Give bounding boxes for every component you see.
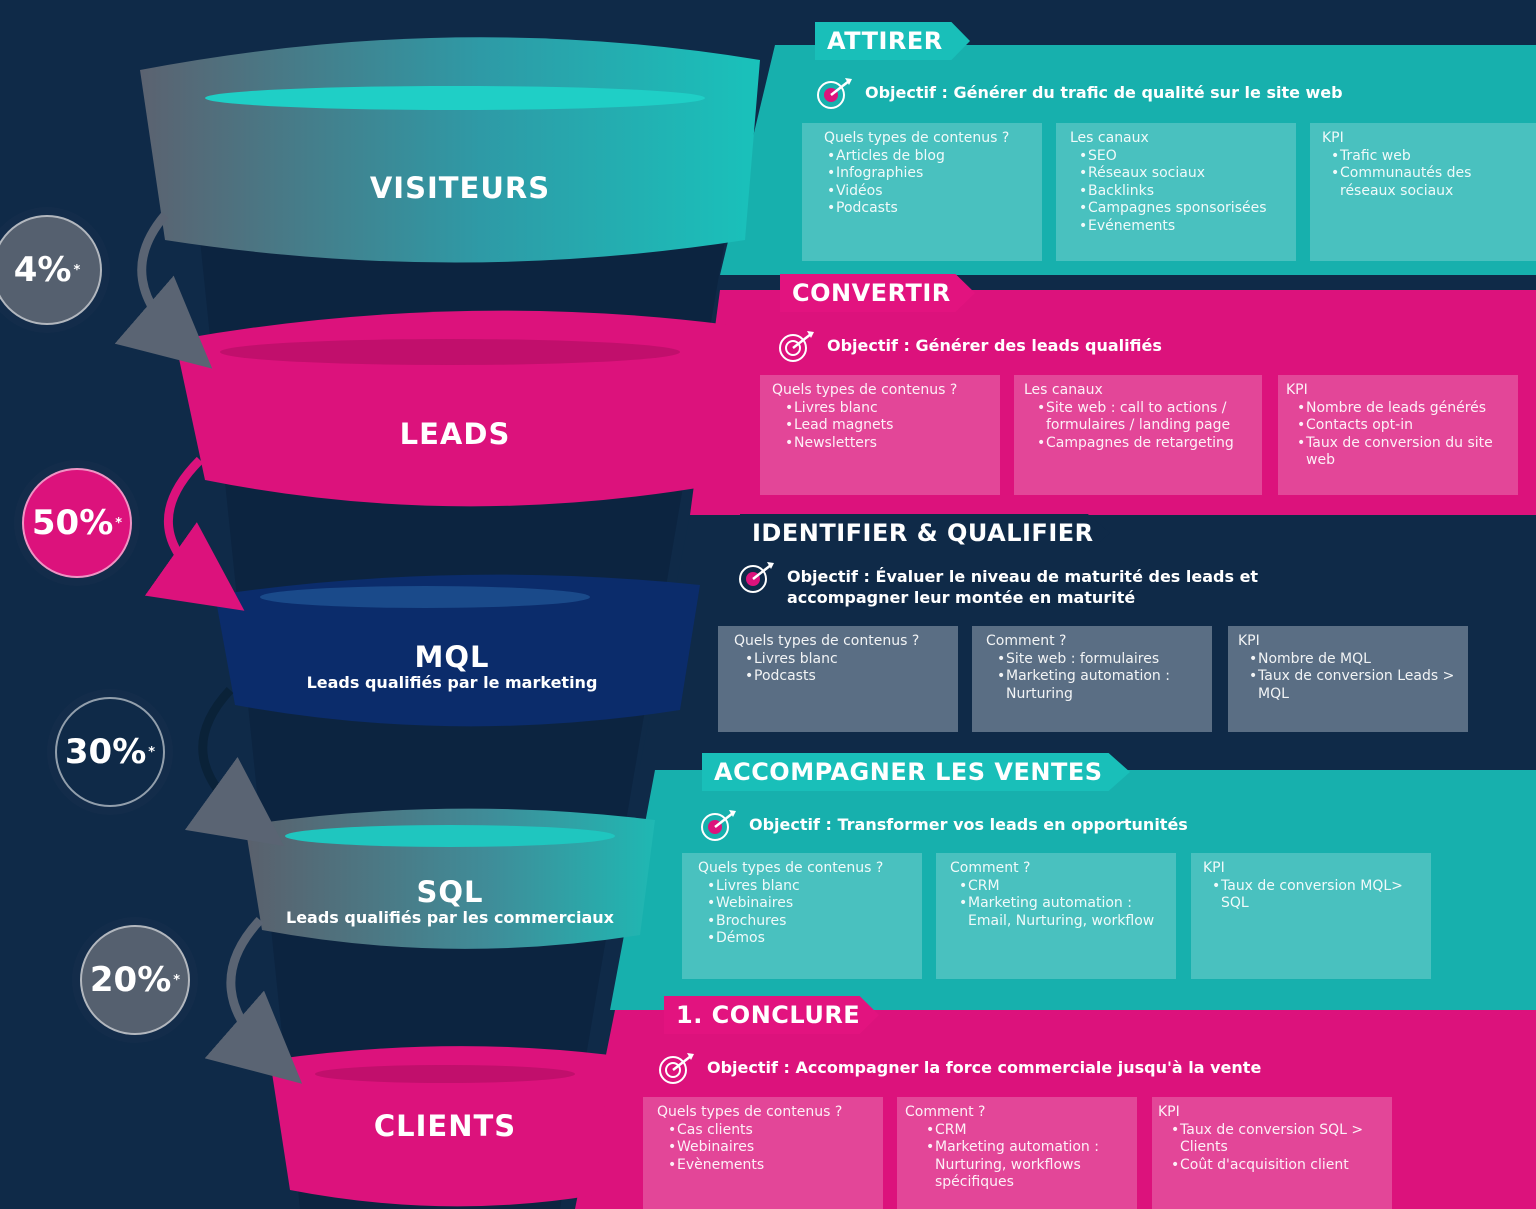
phase-title: ATTIRER (815, 22, 970, 60)
target-icon (739, 562, 774, 593)
funnel-stage-visiteurs (140, 37, 760, 263)
phase-objective: Objectif : Accompagner la force commerci… (657, 1053, 1317, 1085)
content-box: Quels types de contenus ? Livres blancWe… (682, 853, 922, 979)
phase-objective: Objectif : Générer des leads qualifiés (777, 331, 1417, 363)
target-icon (817, 78, 852, 109)
stage-label-leads: LEADS (399, 417, 511, 451)
content-box: Quels types de contenus ? Cas clientsWeb… (643, 1097, 883, 1209)
phase-objective: Objectif : Transformer vos leads en oppo… (699, 810, 1339, 842)
phase-objective: Objectif : Générer du trafic de qualité … (815, 78, 1455, 110)
funnel-stage-mql (215, 574, 700, 727)
stage-label-clients: CLIENTS (373, 1109, 517, 1143)
phase-title: IDENTIFIER & QUALIFIER (740, 514, 1110, 552)
channels-box: Les canaux Site web : call to actions / … (1014, 375, 1262, 495)
target-icon (779, 331, 814, 362)
rate-badge-30: 30%* (55, 697, 165, 807)
phase-title: CONVERTIR (780, 274, 975, 312)
target-icon (701, 810, 736, 841)
target-icon (659, 1053, 694, 1084)
arrow-sql-clients (204, 916, 303, 1084)
funnel-stage-leads (175, 310, 730, 507)
stage-label-visiteurs: VISITEURS (369, 171, 551, 205)
rate-badge-4: 4%* (0, 215, 102, 325)
content-box: Quels types de contenus ? Articles de bl… (802, 123, 1042, 261)
funnel-stage-sql (245, 808, 655, 949)
stage-label-mql: MQL Leads qualifiés par le marketing (306, 640, 598, 692)
kpi-box: KPI Nombre de MQLTaux de conversion Lead… (1228, 626, 1468, 732)
method-box: Comment ? CRMMarketing automation : Nurt… (897, 1097, 1137, 1209)
kpi-box: KPI Nombre de leads générésContacts opt-… (1278, 375, 1518, 495)
funnel-graphic (114, 37, 760, 1207)
stage-label-sql: SQL Leads qualifiés par les commerciaux (286, 875, 614, 927)
content-box: Quels types de contenus ? Livres blancPo… (718, 626, 958, 732)
method-box: Comment ? Site web : formulairesMarketin… (972, 626, 1212, 732)
rate-badge-20: 20%* (80, 925, 190, 1035)
rate-badge-50: 50%* (22, 468, 132, 578)
phase-title: ACCOMPAGNER LES VENTES (702, 753, 1130, 791)
arrow-visiteurs-leads (114, 212, 213, 369)
channels-box: Les canaux SEORéseaux sociauxBacklinksCa… (1056, 123, 1296, 261)
kpi-box: KPI Trafic webCommunautés des réseaux so… (1310, 123, 1536, 261)
method-box: Comment ? CRMMarketing automation : Emai… (936, 853, 1176, 979)
phase-title: 1. CONCLURE (664, 996, 879, 1034)
content-box: Quels types de contenus ? Livres blancLe… (760, 375, 1000, 495)
arrow-leads-mql (144, 456, 245, 611)
kpi-box: KPI Taux de conversion MQL> SQL (1191, 853, 1431, 979)
phase-objective: Objectif : Évaluer le niveau de maturité… (737, 562, 1377, 608)
arrow-mql-sql (184, 686, 285, 847)
kpi-box: KPI Taux de conversion SQL > ClientsCoût… (1152, 1097, 1392, 1209)
funnel-stage-clients (270, 1046, 610, 1207)
